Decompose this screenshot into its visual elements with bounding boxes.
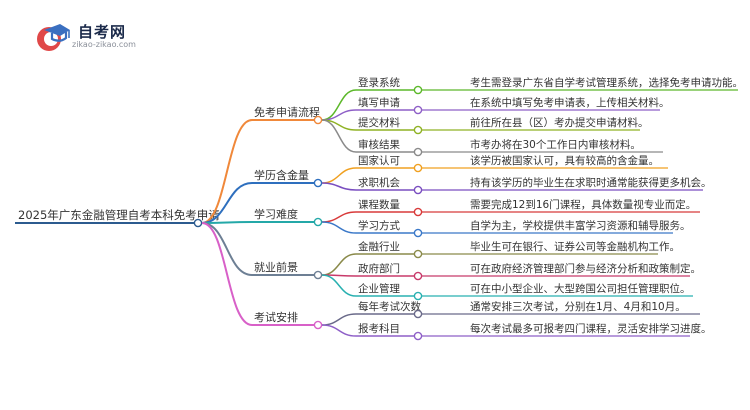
leaf-description: 前往所在县（区）考办提交申请材料。 [470,116,649,129]
root-label: 2025年广东金融管理自考本科免考申请 [18,208,220,222]
leaf-description: 可在中小型企业、大型跨国公司担任管理职位。 [470,282,691,295]
leaf-description: 考生需登录广东省自学考试管理系统，选择免考申请功能。 [470,76,743,89]
leaf-label: 课程数量 [358,198,400,211]
leaf-label: 提交材料 [358,116,400,129]
branch-connector [321,182,357,191]
leaf-label: 企业管理 [358,282,400,295]
node-dot [413,291,423,301]
leaf-label: 每年考试次数 [358,300,421,313]
leaf-description: 在系统中填写免考申请表，上传相关材料。 [470,96,670,109]
branch-connector [201,222,253,276]
branch-label: 学历含金量 [254,168,309,182]
leaf-description: 可在政府经济管理部门参与经济分析和政策制定。 [470,262,701,275]
node-dot [313,320,323,330]
node-dot [413,309,423,319]
node-dot [193,218,203,228]
leaf-description: 需要完成12到16门课程，具体数量视专业而定。 [470,198,696,211]
node-dot [313,270,323,280]
node-dot [413,271,423,281]
leaf-label: 政府部门 [358,262,400,275]
logo [32,20,72,54]
leaf-description: 该学历被国家认可，具有较高的含金量。 [470,154,659,167]
node-dot [413,125,423,135]
node-dot [313,178,323,188]
branch-connector [321,167,357,184]
node-dot [413,163,423,173]
node-dot [413,331,423,341]
node-dot [313,115,323,125]
branch-connector [201,182,253,224]
leaf-label: 国家认可 [358,154,400,167]
node-dot [413,207,423,217]
brand-name: 自考网 [78,23,127,41]
leaf-description: 持有该学历的毕业生在求职时通常能获得更多机会。 [470,176,712,189]
leaf-description: 毕业生可在银行、证券公司等金融机构工作。 [470,240,680,253]
leaf-label: 报考科目 [358,322,400,335]
node-dot [313,217,323,227]
branch-connector [321,221,357,234]
leaf-description: 通常安排三次考试，分别在1月、4月和10月。 [470,300,686,313]
leaf-label: 金融行业 [358,240,400,253]
branch-connector [321,313,357,326]
branch-label: 就业前景 [254,260,298,274]
leaf-description: 市考办将在30个工作日内审核材料。 [470,138,641,151]
branch-connector [201,119,253,224]
branch-connector [201,221,253,224]
branch-label: 考试安排 [254,310,298,324]
branch-label: 免考申请流程 [254,105,320,119]
node-dot [413,105,423,115]
leaf-description: 自学为主，学校提供丰富学习资源和辅导服务。 [470,219,691,232]
node-dot [413,147,423,157]
branch-connector [321,253,357,276]
leaf-label: 填写申请 [358,96,400,109]
branch-connector [321,324,357,337]
node-dot [413,185,423,195]
node-dot [413,85,423,95]
node-dot [413,249,423,259]
leaf-label: 学习方式 [358,219,400,232]
branch-label: 学习难度 [254,207,298,221]
branch-connector [321,274,357,297]
leaf-label: 登录系统 [358,76,400,89]
brand-domain: zikao-zikao.com [72,40,136,49]
leaf-description: 每次考试最多可报考四门课程，灵活安排学习进度。 [470,322,712,335]
branch-connector [321,119,357,153]
node-dot [413,228,423,238]
branch-connector [321,211,357,223]
branch-connector [201,222,253,326]
graduation-cap-icon [37,24,70,51]
leaf-label: 审核结果 [358,138,400,151]
leaf-label: 求职机会 [358,176,400,189]
